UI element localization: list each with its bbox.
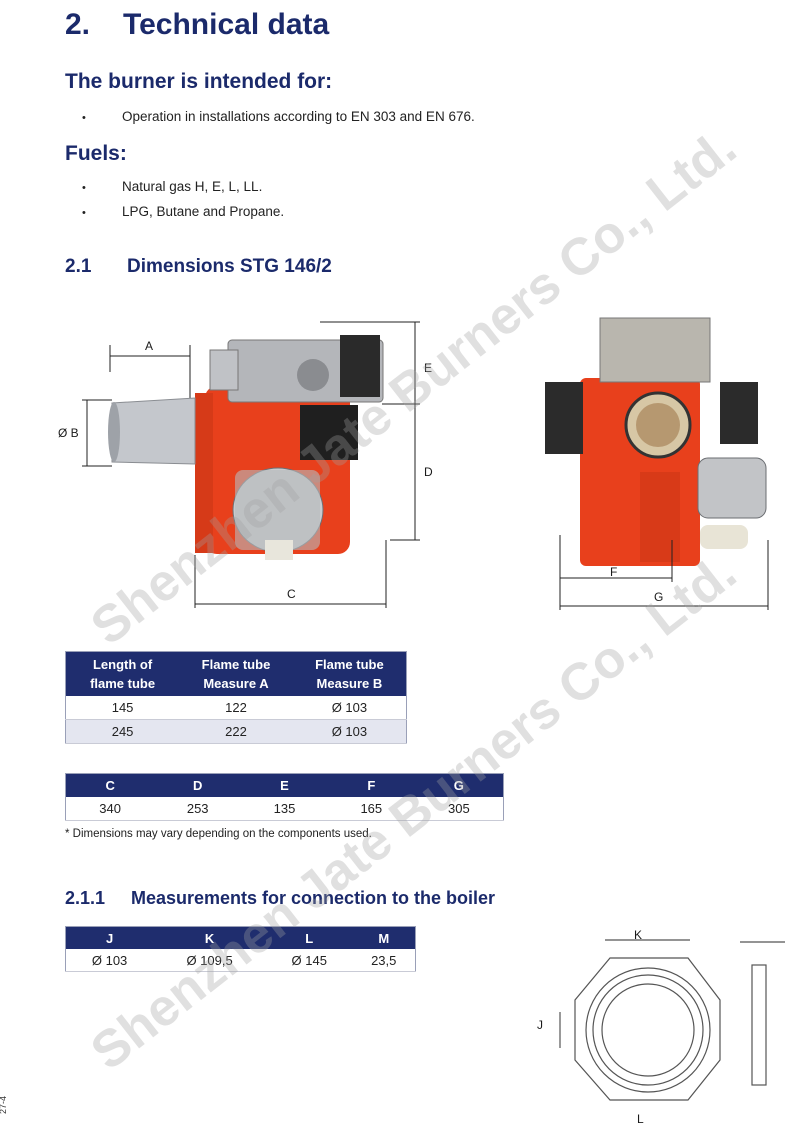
fuels-heading: Fuels: <box>65 142 127 165</box>
section-title: 2. Technical data <box>65 8 329 42</box>
table-header: J <box>65 926 154 949</box>
dim-label-b: Ø B <box>58 426 79 440</box>
bullet-icon: • <box>82 207 86 219</box>
table-header: K <box>153 926 267 949</box>
table-header: G <box>414 773 504 797</box>
dim-label-e: E <box>424 361 433 375</box>
bullet-icon: • <box>82 182 86 194</box>
fuel-item: •LPG, Butane and Propane. <box>82 204 285 219</box>
dim-label-k: K <box>634 928 643 942</box>
table-header: D <box>154 773 242 797</box>
fuel-item: •Natural gas H, E, L, LL. <box>82 179 263 194</box>
dim-label-f: F <box>610 565 618 579</box>
burner-front-view <box>545 317 767 566</box>
section-number: 2. <box>65 8 91 41</box>
dim-label-c: C <box>287 587 296 601</box>
dim-label-g: G <box>654 590 664 604</box>
table-header: M <box>352 926 416 949</box>
dim-label-l: L <box>637 1112 644 1126</box>
dimensions-note: * Dimensions may vary depending on the c… <box>65 828 372 840</box>
table-header: E <box>241 773 328 797</box>
table-header: C <box>65 773 155 797</box>
section-title-text: Technical data <box>123 8 330 41</box>
boiler-flange-drawing <box>559 939 785 1101</box>
table-header: L <box>266 926 353 949</box>
page-number: 27-4 <box>0 1095 9 1115</box>
table-header: F <box>327 773 415 797</box>
intended-heading: The burner is intended for: <box>65 70 333 93</box>
intended-item: •Operation in installations according to… <box>82 109 475 124</box>
dim-label-d: D <box>424 465 433 479</box>
dim-label-a: A <box>145 339 154 353</box>
bullet-icon: • <box>82 112 86 124</box>
dim-label-j: J <box>537 1018 543 1032</box>
